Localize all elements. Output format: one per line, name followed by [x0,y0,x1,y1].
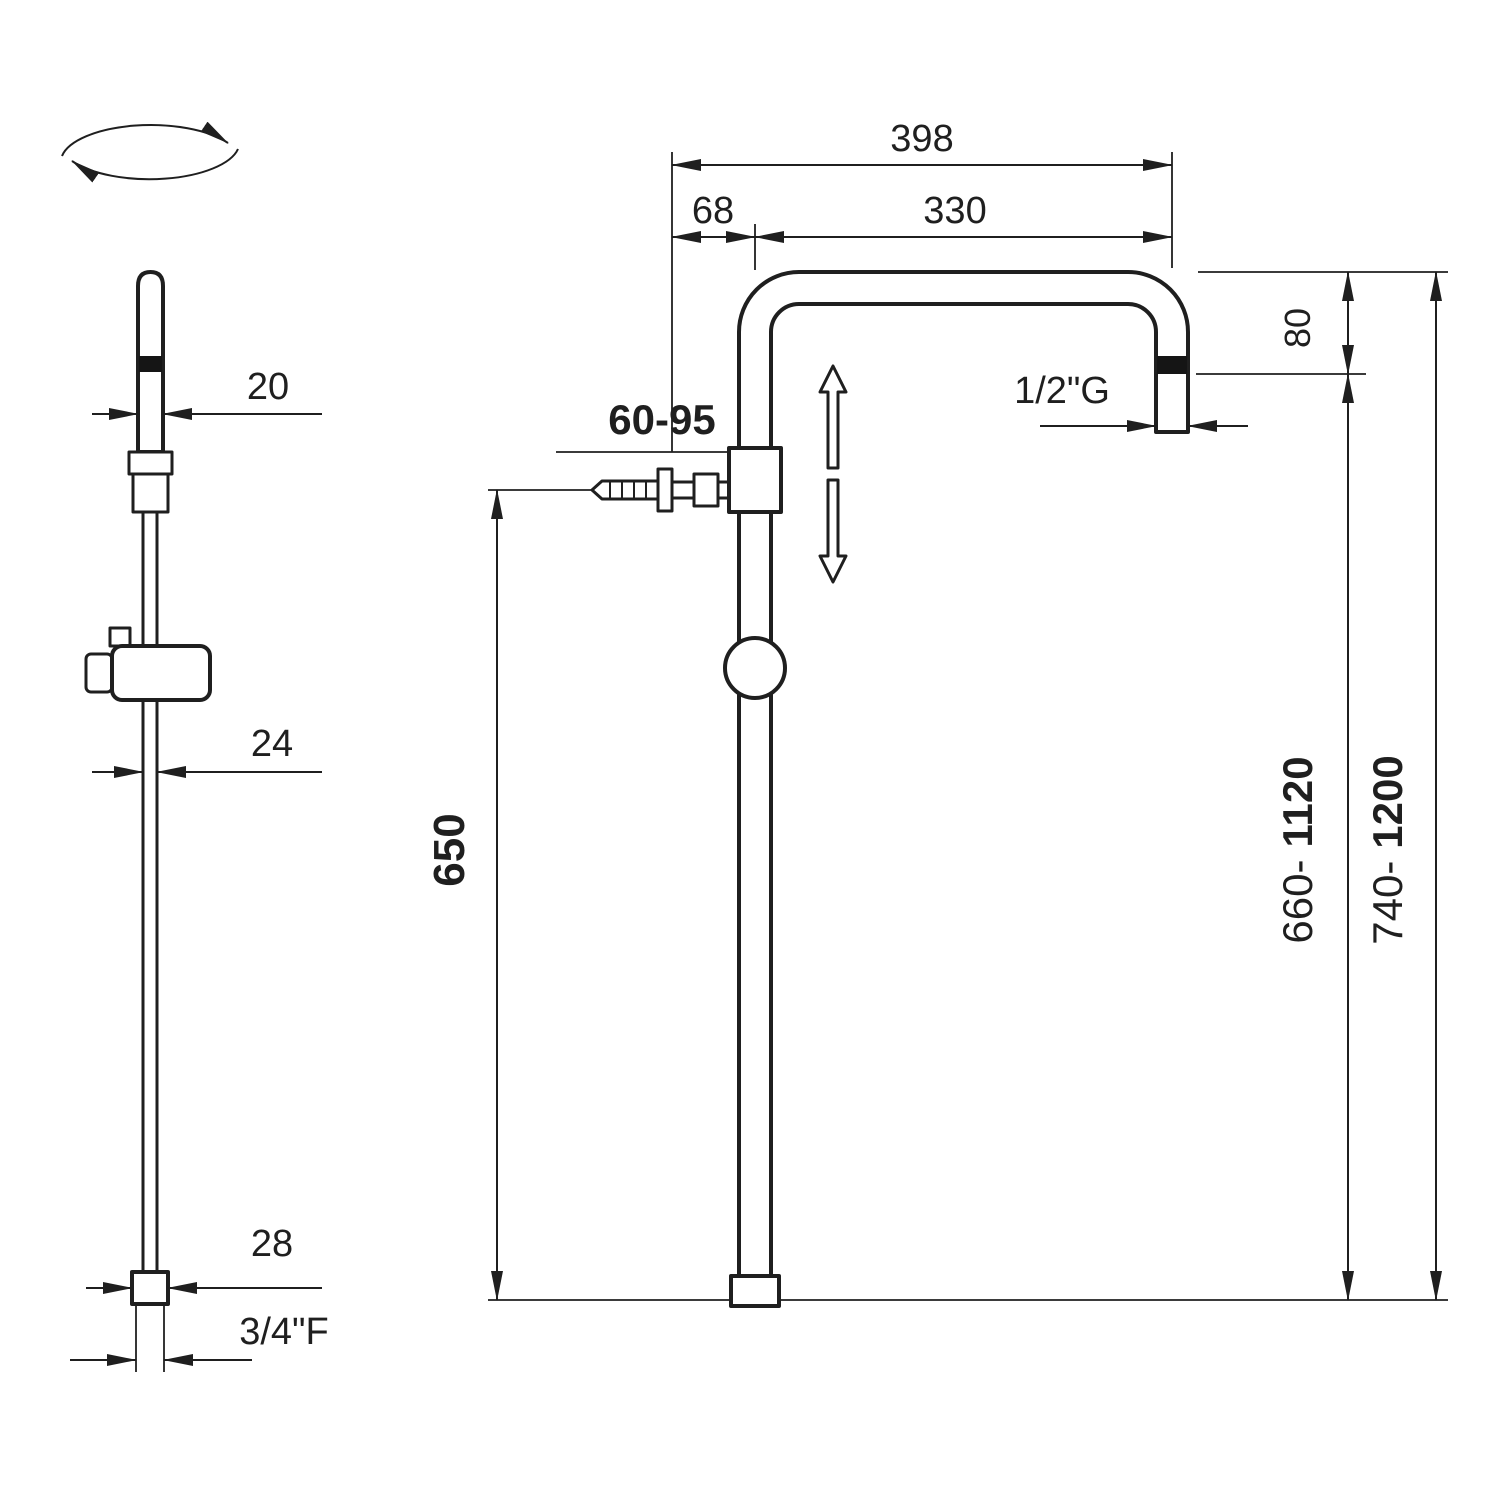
dim-1200-part: 1200 [1364,755,1411,848]
dim-740-part: 740- [1364,861,1411,945]
rotation-arc-bottom [71,148,239,183]
rotation-arc-top [61,121,229,157]
dim-398-label: 398 [890,118,953,160]
dim-68-label: 68 [692,190,734,232]
dim-80-label: 80 [1277,308,1318,348]
dim-660-1120-label: 660- 1120 [1274,756,1321,943]
inlet-thread [590,479,660,501]
dim-20-label: 20 [247,366,289,408]
dim-660-part: 660- [1274,860,1321,944]
adjust-down-arrow-icon [818,478,848,584]
dim-330-label: 330 [923,190,986,232]
dim-740-1200-label: 740- 1200 [1364,755,1411,945]
slide-rail-figure: 20 24 28 3/4"F [70,270,329,1372]
dim-base-thread-label: 3/4"F [239,1311,329,1353]
holder-knob [84,652,114,694]
dim-650-label: 650 [425,813,474,886]
diverter-knob [723,636,787,700]
holder-tab [108,626,132,648]
slide-rail-base [130,1270,170,1306]
dim-inlet-range-label: 60-95 [608,396,715,443]
slide-rail-rod [141,510,159,1274]
slide-rail-collar-body [131,472,170,514]
column-base [729,1274,781,1308]
inlet-block [692,472,720,508]
dim-head-thread-label: 1/2"G [1014,370,1110,412]
holder-body [110,644,212,702]
head-connector-band [1157,356,1187,374]
slider-housing [727,446,783,514]
inlet-flange [656,467,674,513]
dim-1120-part: 1120 [1274,756,1321,847]
column-pipe [737,270,1190,1278]
slide-rail-collar-top [127,450,174,476]
dim-28-label: 28 [251,1223,293,1265]
rotation-icon [61,121,239,183]
slide-rail-band [139,356,162,372]
dim-24-label: 24 [251,723,293,765]
adjust-up-arrow-icon [818,364,848,470]
shower-column-figure: 398 68 330 1/2"G 80 60-95 650 660- 1120 7… [425,118,1448,1308]
